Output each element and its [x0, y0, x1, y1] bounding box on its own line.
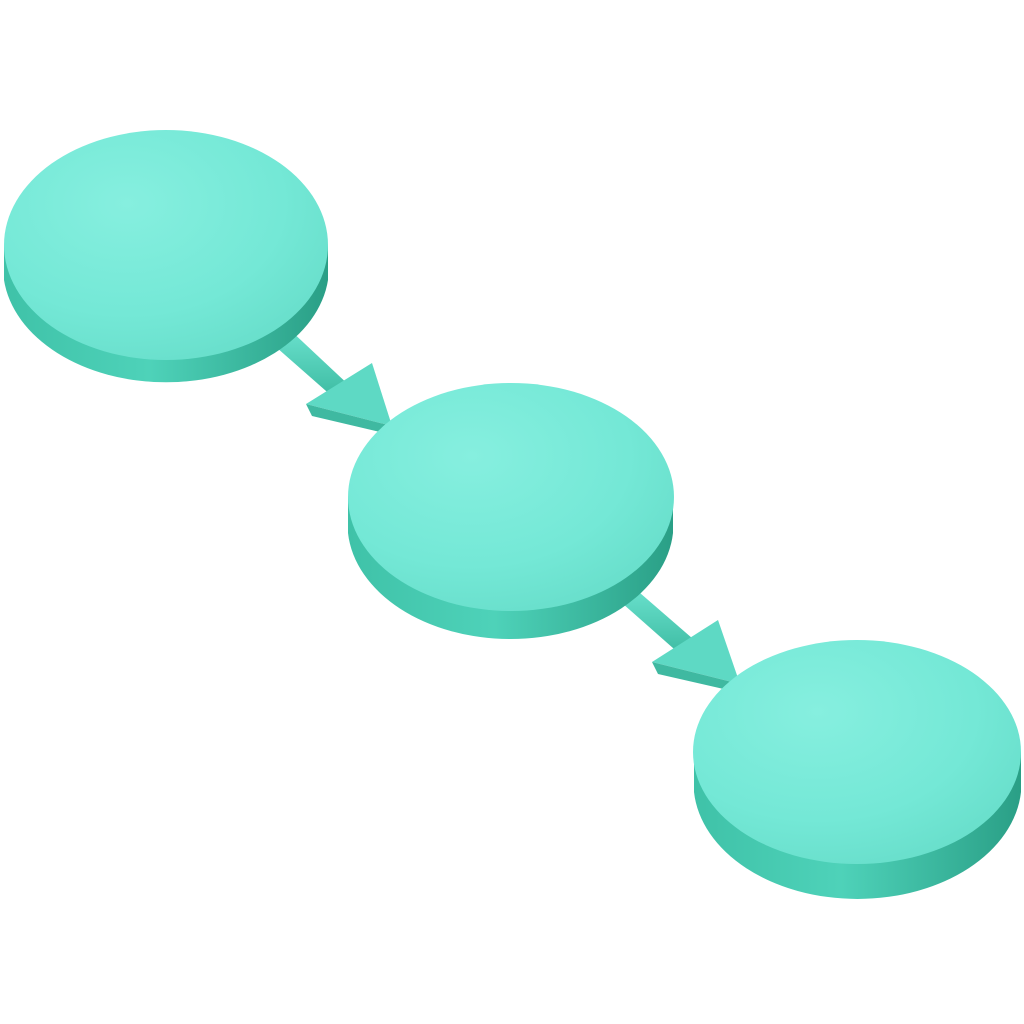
arrow-head [652, 620, 740, 684]
arrow-head-shade [652, 662, 740, 690]
node-3 [693, 640, 1021, 899]
node-2 [348, 383, 674, 639]
node-1 [4, 130, 328, 383]
node-1-top [4, 130, 328, 360]
arrow-node2-to-node3 [614, 586, 740, 690]
arrow-shaft [268, 328, 352, 398]
arrow-node1-to-node2 [268, 328, 392, 432]
arrow-head [306, 363, 392, 426]
node-2-top [348, 383, 674, 611]
node-3-top [693, 640, 1021, 864]
arrow-head-shade [306, 404, 392, 432]
arrow-shaft [614, 586, 700, 656]
